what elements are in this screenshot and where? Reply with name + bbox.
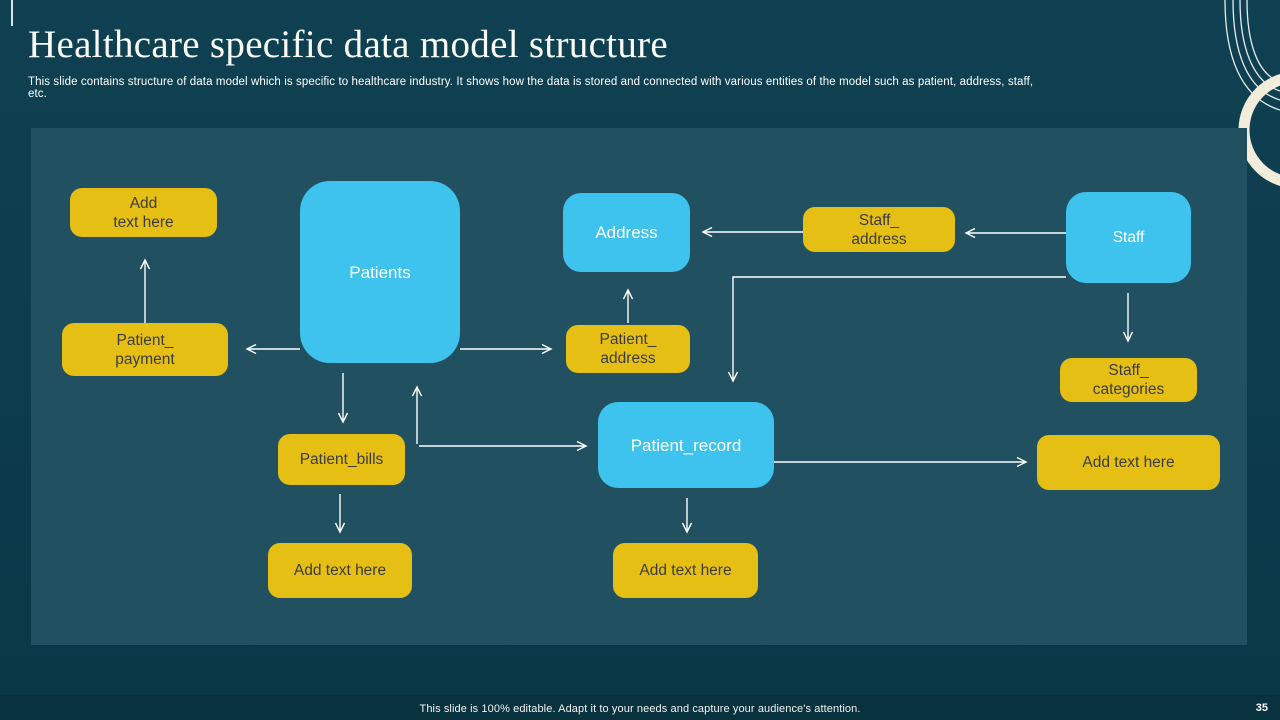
node-label: Address <box>595 223 658 242</box>
node-label: Patient_ <box>599 331 657 348</box>
node-label: payment <box>115 350 175 368</box>
node-label: address <box>851 230 907 248</box>
node-label: Add text here <box>639 562 732 579</box>
node-staff-categories[interactable]: Staff_ categories <box>1060 351 1203 410</box>
node-add-text-top-left[interactable]: Add text here <box>70 181 223 245</box>
thin-arc-1 <box>1224 0 1280 111</box>
node-label: Staff_ <box>858 211 900 229</box>
thin-arc-4 <box>1246 0 1280 83</box>
thin-arc-3 <box>1239 0 1280 92</box>
slide-subtitle: This slide contains structure of data mo… <box>28 76 1034 100</box>
node-patient-address[interactable]: Patient_ address <box>566 318 696 381</box>
node-staff-address[interactable]: Staff_ address <box>803 200 961 260</box>
node-label: Patient_record <box>630 435 742 455</box>
thin-arc-2 <box>1232 0 1280 101</box>
node-add-text-bottom-middle[interactable]: Add text here <box>613 536 764 606</box>
node-label: Patient_ <box>116 331 174 349</box>
cream-arc-decoration <box>1238 74 1280 186</box>
footer-band <box>0 695 1280 720</box>
node-add-text-right[interactable]: Add text here <box>1037 428 1226 498</box>
node-label: Patient_bills <box>299 451 384 468</box>
node-label: Add <box>129 194 158 212</box>
diagram-connectors <box>31 128 1247 645</box>
page-number: 35 <box>1255 702 1268 714</box>
node-patient-payment[interactable]: Patient_ payment <box>62 316 234 384</box>
top-left-line-decoration <box>11 0 13 26</box>
node-label: categories <box>1092 381 1165 398</box>
node-add-text-bottom-left[interactable]: Add text here <box>268 536 418 606</box>
page-title: Healthcare specific data model structure <box>28 23 669 66</box>
node-label: Patients <box>349 262 411 282</box>
node-label: Add text here <box>293 562 387 579</box>
footer-note: This slide is 100% editable. Adapt it to… <box>419 703 861 715</box>
node-address[interactable]: Address <box>563 184 690 282</box>
node-patient-bills[interactable]: Patient_bills <box>278 427 411 493</box>
edge-staff-to-patient-record <box>733 276 1066 381</box>
node-label: Staff <box>1112 229 1145 246</box>
node-label: text here <box>113 213 174 231</box>
node-patients[interactable]: Patients <box>300 172 460 373</box>
node-staff[interactable]: Staff <box>1066 183 1191 293</box>
node-patient-record[interactable]: Patient_record <box>598 393 774 498</box>
node-label: Add text here <box>1082 454 1175 471</box>
node-label: Staff_ <box>1108 362 1149 379</box>
node-label: address <box>600 350 656 367</box>
diagram-panel: Add text here Patients Patient_ payment … <box>31 128 1247 645</box>
